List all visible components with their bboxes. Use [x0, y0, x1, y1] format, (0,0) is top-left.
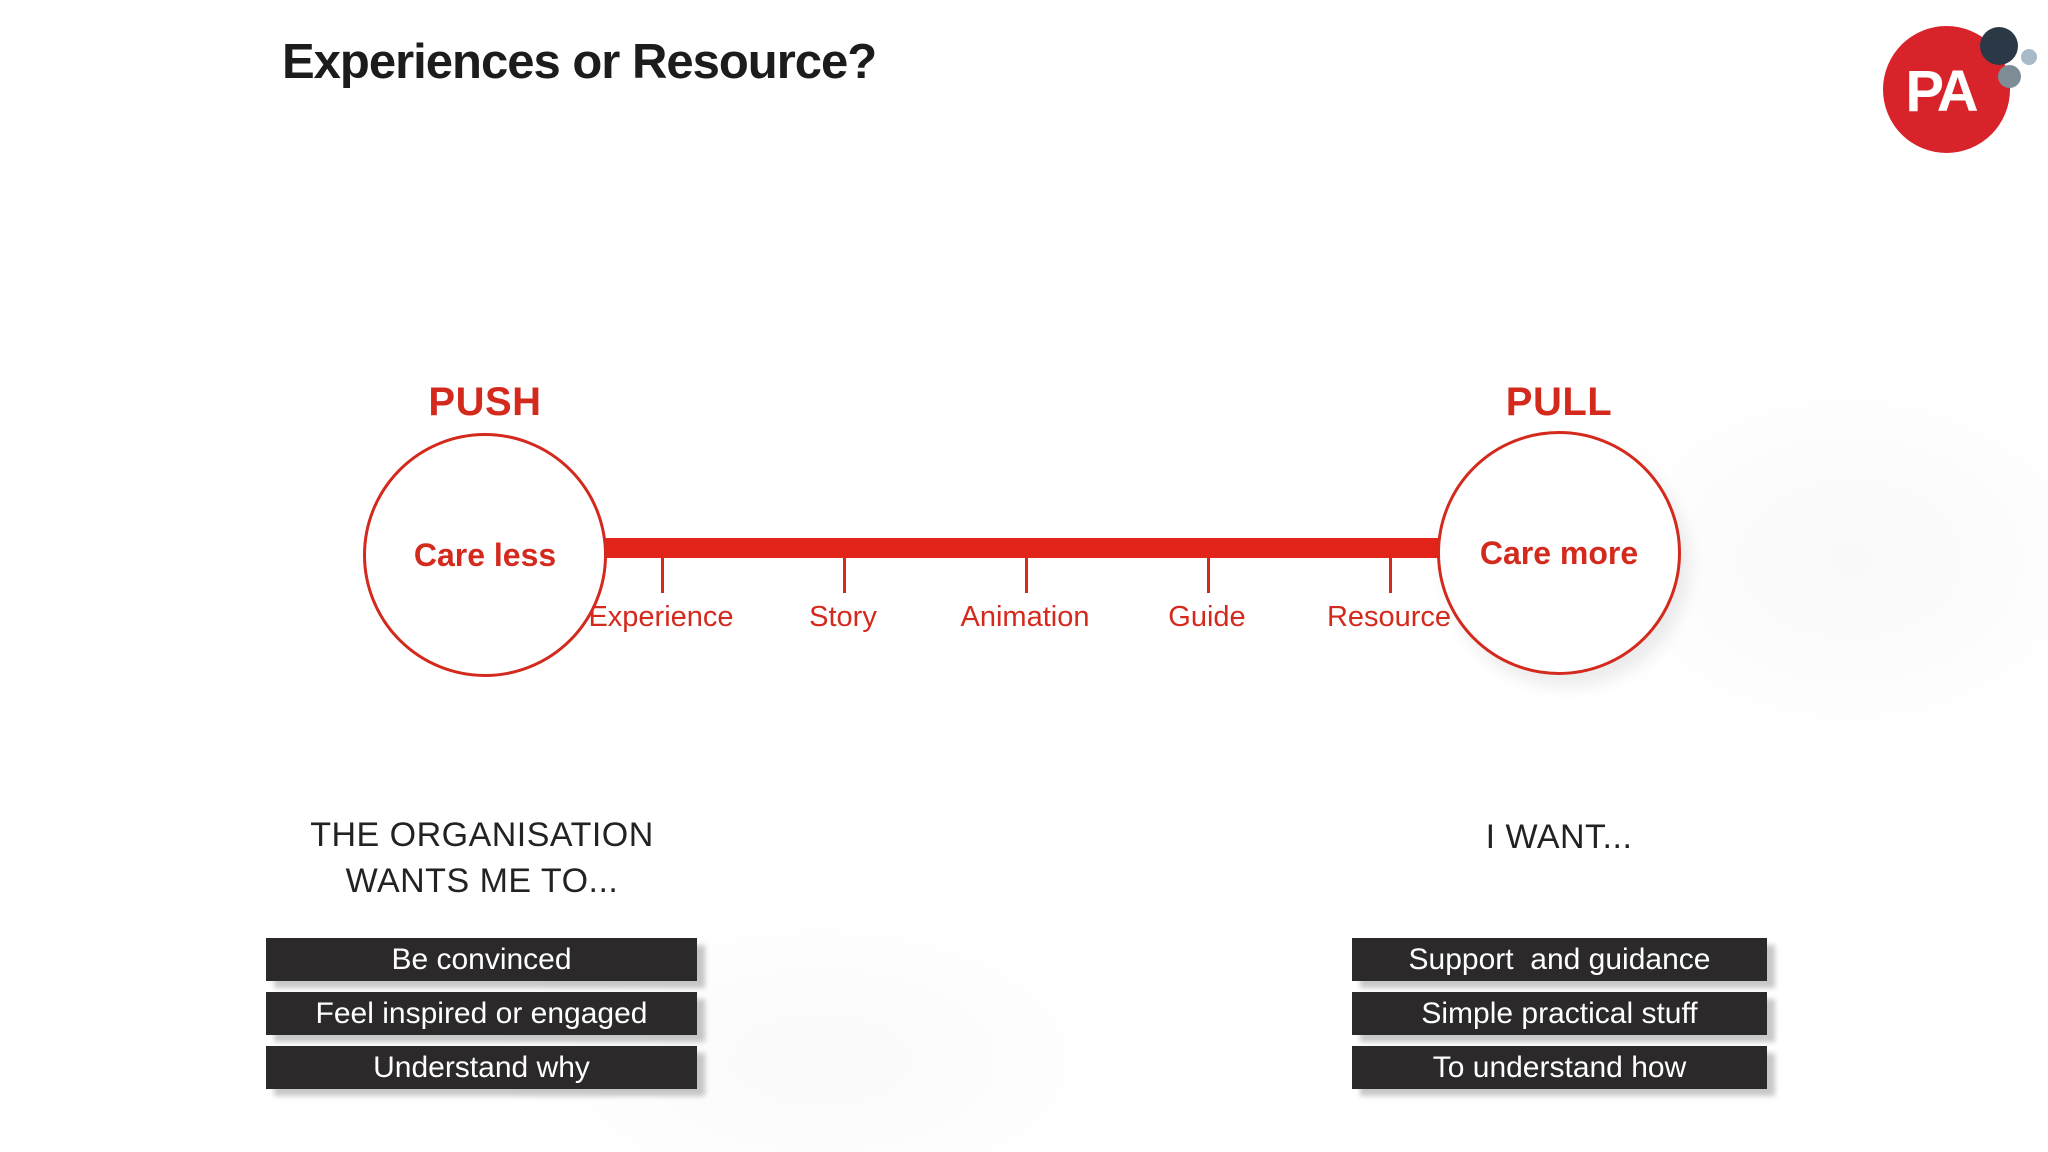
list-item-support-guidance: Support and guidance: [1352, 938, 1767, 981]
spectrum-bar: [570, 538, 1465, 558]
list-item-understand-why: Understand why: [266, 1046, 697, 1089]
tick-label-resource: Resource: [1326, 601, 1452, 633]
logo-dot-small-icon: [2021, 49, 2037, 65]
list-item-label: Simple practical stuff: [1421, 996, 1698, 1030]
tick-label-animation: Animation: [960, 601, 1090, 633]
tick-mark-story: [843, 558, 846, 593]
list-item-label: Support and guidance: [1408, 942, 1711, 976]
list-item-label: Be convinced: [391, 942, 572, 976]
logo-dot-medium-icon: [1998, 65, 2021, 88]
list-item-be-convinced: Be convinced: [266, 938, 697, 981]
care-more-label: Care more: [1479, 534, 1639, 571]
right-column-heading: I WANT...: [1485, 818, 1633, 856]
tick-mark-animation: [1025, 558, 1028, 593]
tick-mark-guide: [1207, 558, 1210, 593]
push-label: PUSH: [428, 380, 542, 424]
care-less-label: Care less: [413, 536, 557, 573]
list-item-feel-inspired: Feel inspired or engaged: [266, 992, 697, 1035]
list-item-understand-how: To understand how: [1352, 1046, 1767, 1089]
list-item-label: Feel inspired or engaged: [315, 996, 648, 1030]
list-item-simple-practical: Simple practical stuff: [1352, 992, 1767, 1035]
left-column-heading: THE ORGANISATION WANTS ME TO...: [222, 812, 742, 904]
tick-mark-resource: [1389, 558, 1392, 593]
tick-label-story: Story: [809, 601, 877, 633]
left-heading-line1: THE ORGANISATION: [310, 816, 654, 854]
page-title: Experiences or Resource?: [282, 35, 877, 89]
care-less-circle: Care less: [363, 433, 607, 677]
tick-label-experience: Experience: [588, 601, 734, 633]
care-more-circle: Care more: [1437, 431, 1681, 675]
list-item-label: To understand how: [1432, 1050, 1687, 1084]
list-item-label: Understand why: [373, 1050, 590, 1084]
pa-logo-text: PA: [1905, 59, 1978, 124]
logo-dot-large-icon: [1980, 27, 2018, 65]
left-heading-line2: WANTS ME TO...: [345, 862, 619, 900]
pull-label: PULL: [1505, 380, 1613, 424]
tick-label-guide: Guide: [1168, 601, 1246, 633]
tick-mark-experience: [661, 558, 664, 593]
